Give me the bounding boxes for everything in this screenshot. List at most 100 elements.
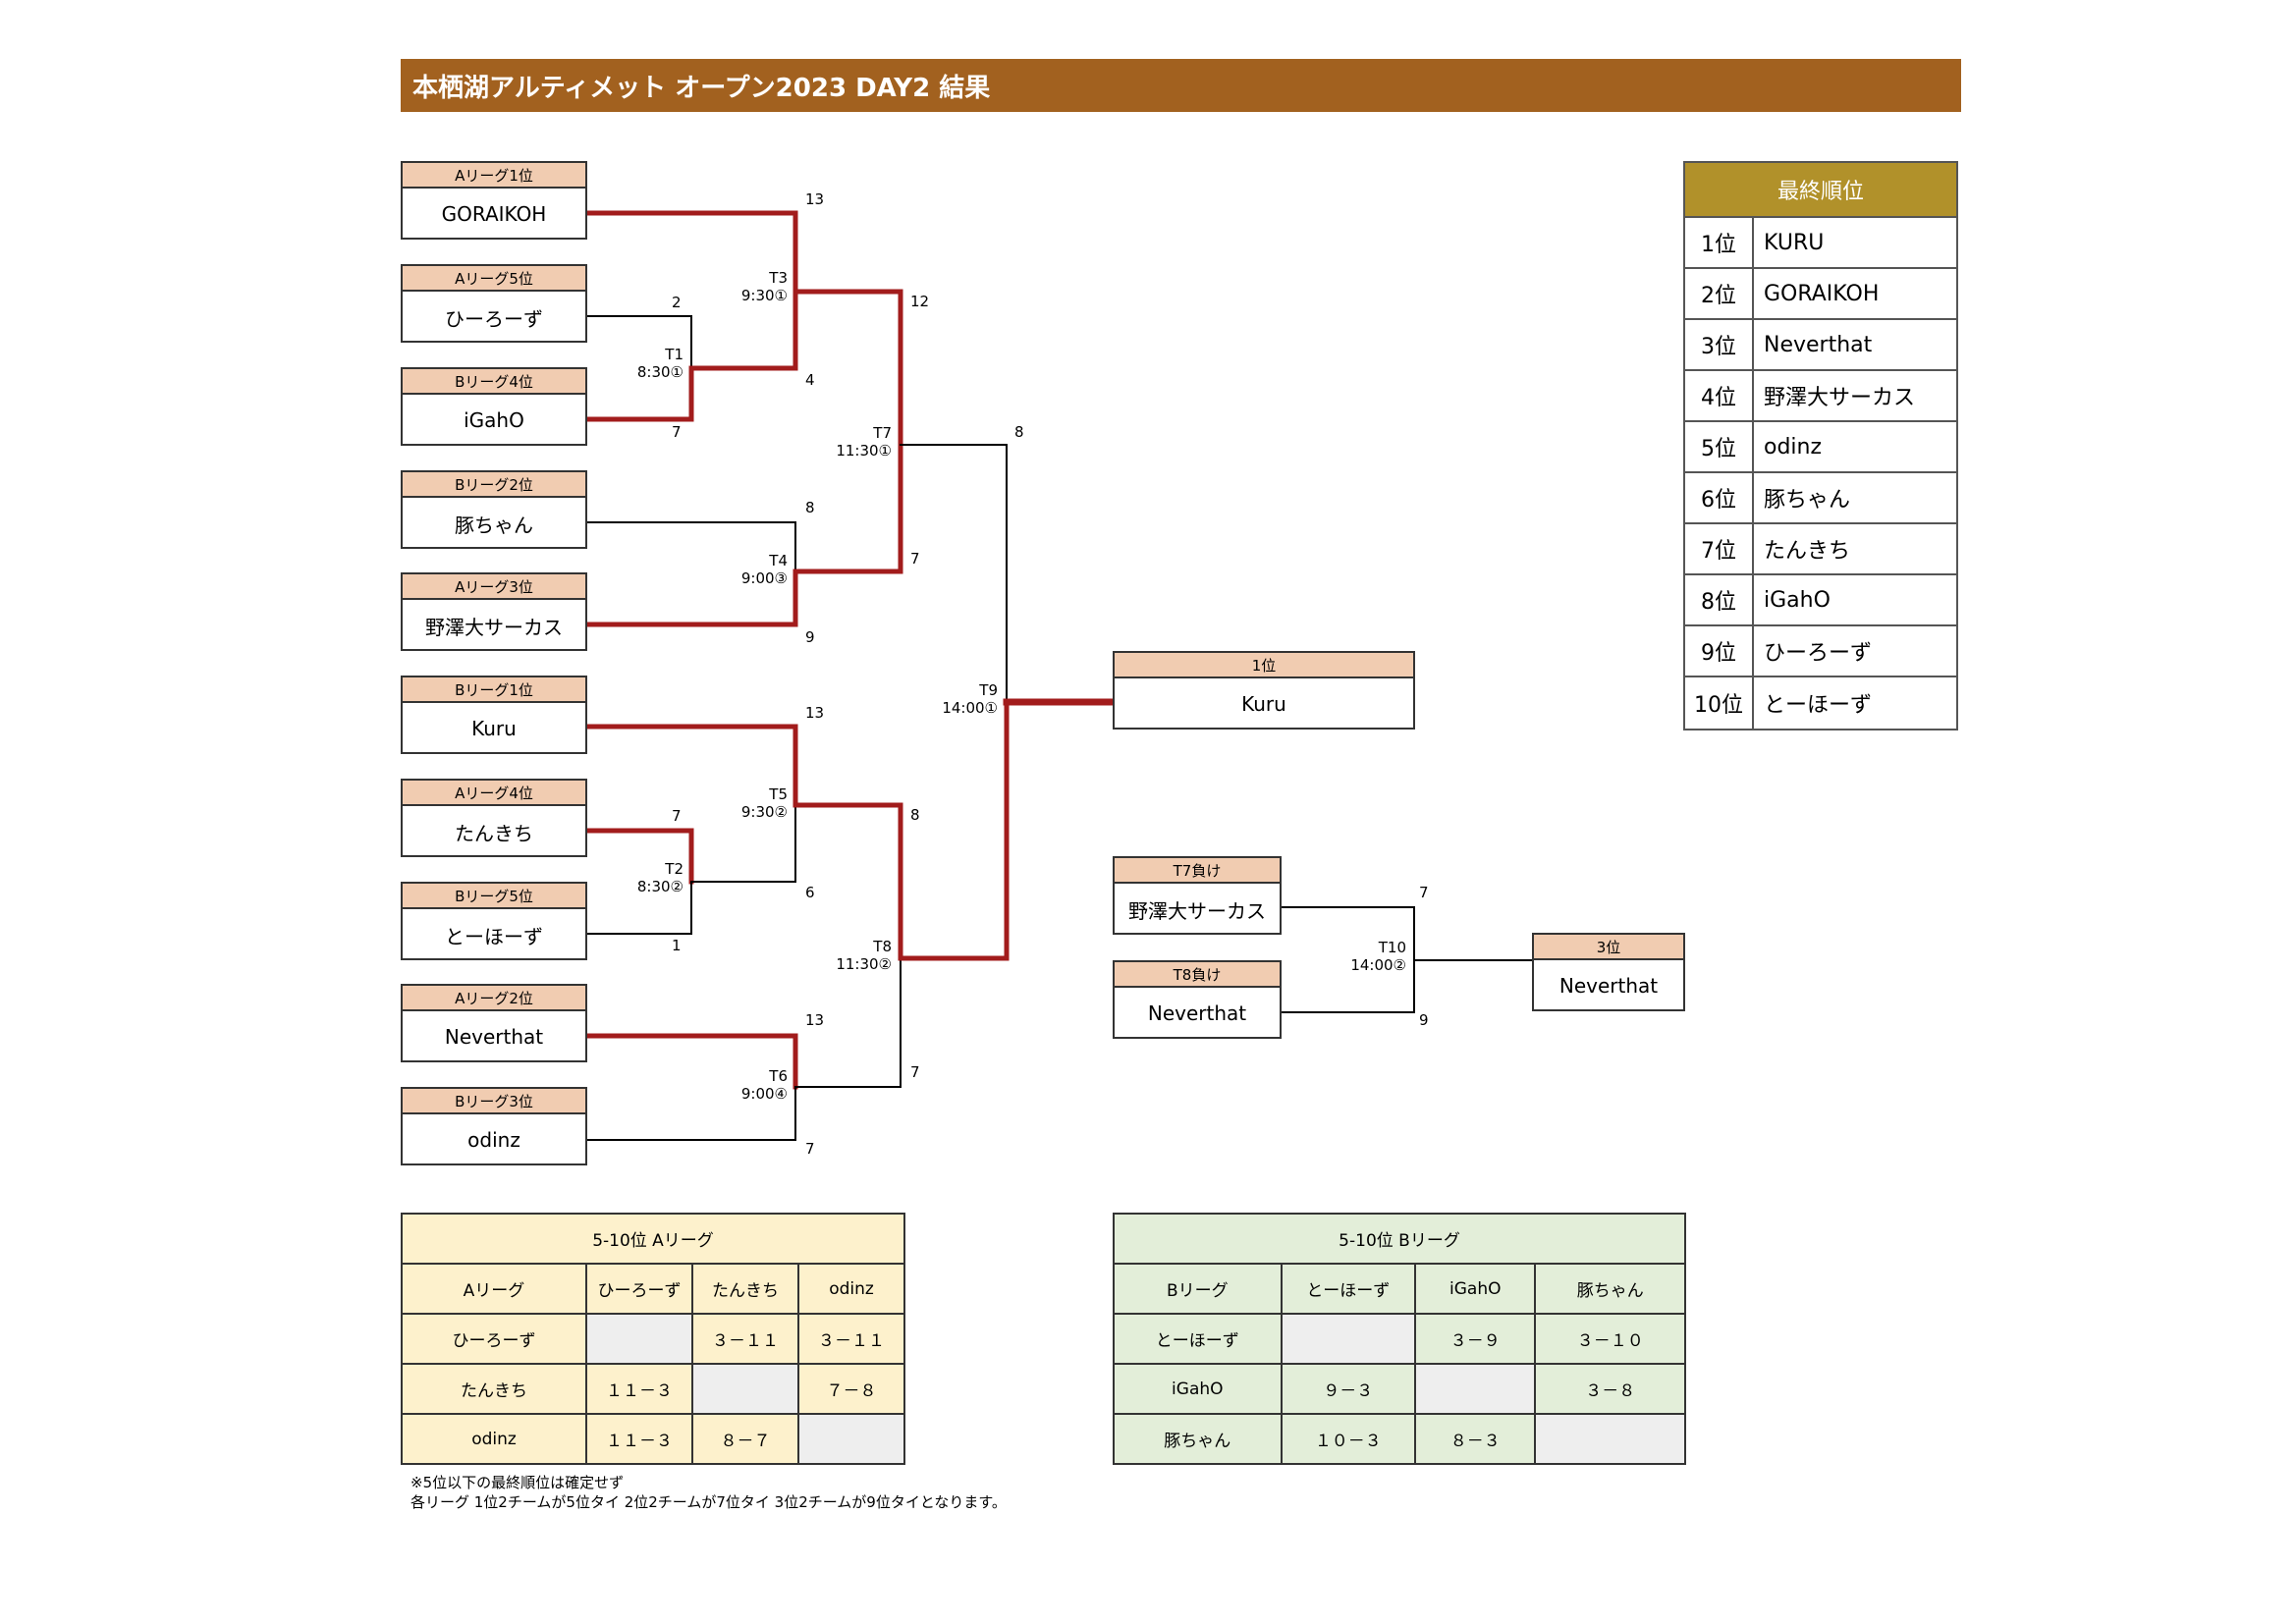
team-seed: Bリーグ2位 (403, 472, 585, 498)
league-a-row-header: ひーろーず (401, 1313, 587, 1365)
league-a-cell (585, 1313, 693, 1365)
league-b-col-header: とーほーず (1280, 1263, 1417, 1315)
league-a-cell: ３－１１ (691, 1313, 799, 1365)
league-a-cell: １１－３ (585, 1363, 693, 1415)
team-seed: Aリーグ3位 (403, 574, 585, 600)
standings-team: KURU (1764, 230, 1825, 255)
standings-team: odinz (1764, 434, 1823, 460)
league-a-col-header: ひーろーず (585, 1263, 693, 1315)
league-b-cell: ３－９ (1414, 1313, 1537, 1365)
bracket-line-t5-out (793, 802, 903, 961)
team-name: 野澤大サーカス (425, 615, 563, 639)
league-b-cell: １０－３ (1280, 1413, 1417, 1465)
team-name: たんきち (455, 821, 533, 845)
score-label: 9 (805, 628, 815, 646)
league-b-cell: ３－１０ (1534, 1313, 1686, 1365)
team-box: Bリーグ1位 Kuru (401, 676, 587, 754)
league-a-cell (797, 1413, 905, 1465)
footnote-line: ※5位以下の最終順位は確定せず (410, 1474, 625, 1491)
team-box: Bリーグ2位 豚ちゃん (401, 470, 587, 549)
team-name: odinz (467, 1128, 520, 1152)
standings-rank: 10位 (1685, 677, 1754, 729)
league-b-cell (1414, 1363, 1537, 1415)
standings-rank: 4位 (1685, 371, 1754, 420)
t7-loser-label: T7負け (1115, 858, 1280, 884)
score-label: 13 (805, 704, 825, 722)
standings-team: GORAIKOH (1764, 281, 1880, 306)
score-label: 7 (1419, 884, 1429, 901)
team-name: Kuru (471, 717, 517, 740)
standings-team: iGahO (1764, 587, 1831, 613)
standings-team: ひーろーず (1764, 641, 1873, 666)
league-b-cell: ３－８ (1534, 1363, 1686, 1415)
league-b-title: 5-10位 Bリーグ (1113, 1213, 1686, 1265)
team-box: Aリーグ1位 GORAIKOH (401, 161, 587, 240)
league-b-row-header: 豚ちゃん (1113, 1413, 1283, 1465)
standings-rank: 7位 (1685, 524, 1754, 573)
t7-loser-box: T7負け 野澤大サーカス (1113, 856, 1282, 935)
score-label: 1 (672, 937, 682, 954)
standings-row: 10位とーほーず (1685, 677, 1956, 729)
league-a-table: 5-10位 Aリーグ Aリーグ ひーろーず たんきち odinz ひーろーず ３… (401, 1213, 905, 1465)
t8-loser-name: Neverthat (1147, 1001, 1247, 1025)
score-label: 7 (910, 1063, 920, 1081)
team-seed: Bリーグ4位 (403, 369, 585, 395)
team-box: Bリーグ5位 とーほーず (401, 882, 587, 960)
league-a-cell: １１－３ (585, 1413, 693, 1465)
standings-team: とーほーず (1764, 693, 1873, 718)
standings-team: 豚ちゃん (1764, 488, 1851, 513)
standings-row: 9位ひーろーず (1685, 626, 1956, 677)
league-a-cell (691, 1363, 799, 1415)
third-place-name: Neverthat (1558, 974, 1659, 998)
standings-row: 4位野澤大サーカス (1685, 371, 1956, 422)
standings-row: 2位 GORAIKOH (1685, 269, 1956, 320)
standings-row: 5位 odinz (1685, 422, 1956, 473)
team-name: Neverthat (444, 1025, 544, 1049)
final-standings-header: 最終順位 (1685, 163, 1956, 218)
t8-loser-label: T8負け (1115, 962, 1280, 988)
champion-name: Kuru (1241, 692, 1286, 716)
t8-loser-box: T8負け Neverthat (1113, 960, 1282, 1039)
team-seed: Aリーグ4位 (403, 781, 585, 806)
standings-rank: 8位 (1685, 575, 1754, 624)
league-b-row-header: とーほーず (1113, 1313, 1283, 1365)
score-label: 6 (805, 884, 815, 901)
score-label: 7 (910, 550, 920, 568)
bracket-line-t7-out (900, 444, 1008, 703)
standings-team: Neverthat (1764, 332, 1873, 357)
team-seed: Aリーグ5位 (403, 266, 585, 292)
team-box: Aリーグ4位 たんきち (401, 779, 587, 857)
bracket-line-t3-out (793, 289, 903, 448)
team-box: Bリーグ3位 odinz (401, 1087, 587, 1165)
champion-label: 1位 (1115, 653, 1413, 678)
league-a-title: 5-10位 Aリーグ (401, 1213, 905, 1265)
standings-row: 8位 iGahO (1685, 575, 1956, 626)
score-label: 9 (1419, 1011, 1429, 1029)
league-a-cell: ３－１１ (797, 1313, 905, 1365)
standings-rank: 5位 (1685, 422, 1754, 471)
score-label: 7 (672, 807, 682, 825)
score-label: 13 (805, 1011, 825, 1029)
standings-team: 野澤大サーカス (1764, 386, 1916, 410)
standings-rank: 1位 (1685, 218, 1754, 267)
league-b-cell (1534, 1413, 1686, 1465)
league-b-col-header: 豚ちゃん (1534, 1263, 1686, 1315)
team-seed: Bリーグ5位 (403, 884, 585, 909)
team-box: Aリーグ3位 野澤大サーカス (401, 572, 587, 651)
score-label: 8 (1014, 423, 1024, 441)
league-b-col-header: iGahO (1414, 1263, 1537, 1315)
league-b-corner: Bリーグ (1113, 1263, 1283, 1315)
team-name: GORAIKOH (441, 202, 547, 226)
standings-row: 7位たんきち (1685, 524, 1956, 575)
standings-rank: 2位 (1685, 269, 1754, 318)
standings-team: たんきち (1764, 539, 1851, 564)
